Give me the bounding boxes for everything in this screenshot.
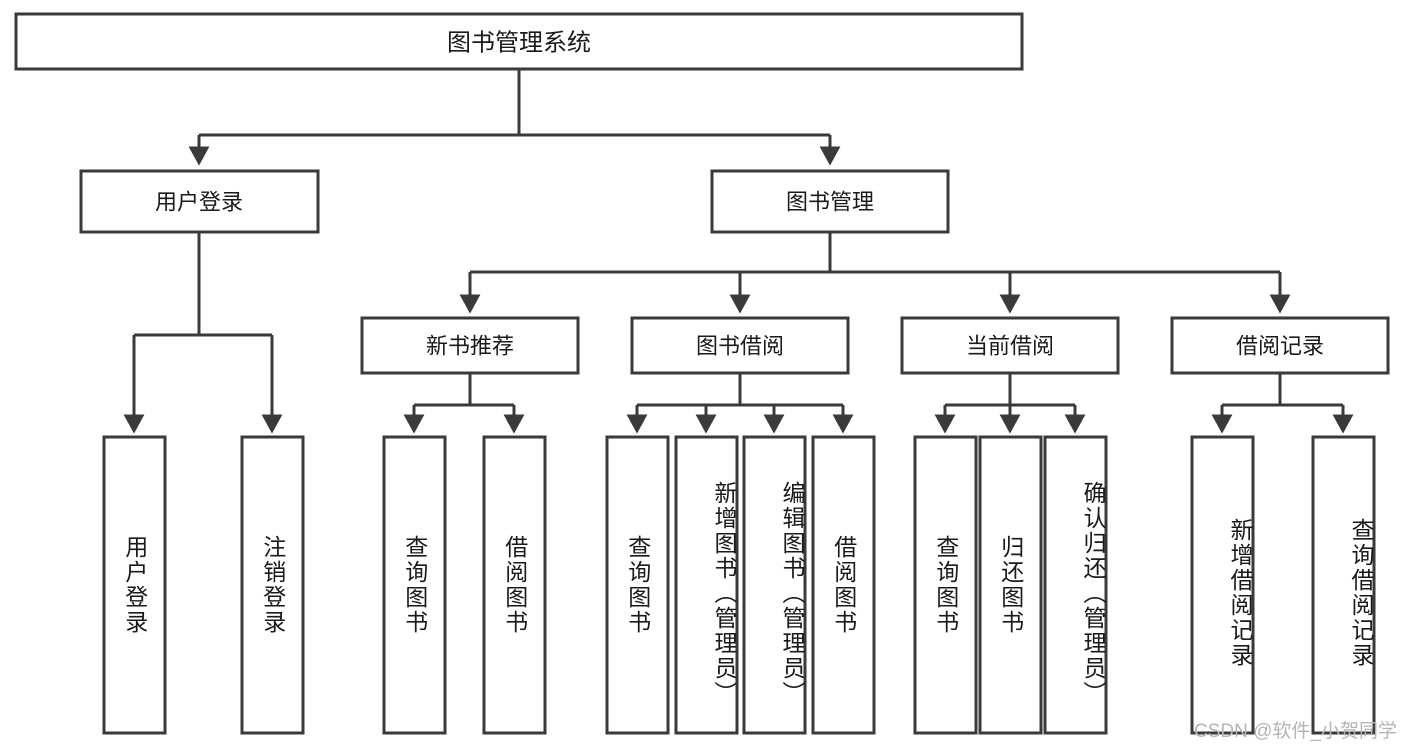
node-borrow-record-box[interactable]: [1170, 316, 1390, 375]
node-new-book-recommend-box[interactable]: [360, 316, 580, 375]
connector-group-current-borrow: [934, 373, 1086, 434]
node-user-login[interactable]: 用户登录: [79, 169, 320, 234]
leaf-query-record-box[interactable]: [1311, 435, 1376, 735]
node-new-book-recommend-label: 新书推荐: [426, 334, 514, 359]
node-new-book-recommend[interactable]: 新书推荐: [360, 316, 580, 375]
leaf-boxes: [102, 435, 1376, 735]
leaf-borrow-book-2-box[interactable]: [811, 435, 876, 735]
leaf-borrow-book-1-box[interactable]: [482, 435, 547, 735]
connector-group-root: [188, 69, 841, 166]
leaf-query-book-3-box[interactable]: [913, 435, 978, 735]
connector-group-book-borrow: [626, 373, 854, 434]
node-root-label: 图书管理系统: [447, 30, 591, 57]
leaf-user-login-box[interactable]: [102, 435, 167, 735]
node-user-login-label: 用户登录: [155, 190, 243, 215]
leaf-logout-box[interactable]: [240, 435, 305, 735]
node-book-management-box[interactable]: [710, 169, 950, 234]
leaf-return-book-box[interactable]: [978, 435, 1043, 735]
node-current-borrow-box[interactable]: [900, 316, 1120, 375]
leaf-add-book-box[interactable]: [674, 435, 739, 735]
node-current-borrow-label: 当前借阅: [966, 334, 1054, 359]
leaf-query-book-1-box[interactable]: [382, 435, 447, 735]
node-book-borrow-label: 图书借阅: [696, 334, 784, 359]
node-current-borrow[interactable]: 当前借阅: [900, 316, 1120, 375]
node-book-management[interactable]: 图书管理: [710, 169, 950, 234]
leaf-add-record-box[interactable]: [1190, 435, 1255, 735]
leaf-confirm-return-box[interactable]: [1043, 435, 1108, 735]
node-borrow-record[interactable]: 借阅记录: [1170, 316, 1390, 375]
leaf-query-book-2-box[interactable]: [605, 435, 670, 735]
connector-group-book-management: [459, 232, 1291, 314]
node-book-borrow-box[interactable]: [630, 316, 850, 375]
connector-group-user-login: [123, 232, 283, 434]
node-user-login-box[interactable]: [79, 169, 320, 234]
node-book-management-label: 图书管理: [786, 190, 874, 215]
node-root-box[interactable]: [14, 12, 1024, 71]
connector-group-borrow-record: [1211, 373, 1354, 434]
connector-group-new-book-recommend: [403, 373, 525, 434]
node-root[interactable]: 图书管理系统: [14, 12, 1024, 71]
csdn-watermark: CSDN @软件_小贺同学: [1194, 721, 1397, 742]
node-borrow-record-label: 借阅记录: [1236, 334, 1324, 359]
node-book-borrow[interactable]: 图书借阅: [630, 316, 850, 375]
leaf-edit-book-box[interactable]: [742, 435, 807, 735]
